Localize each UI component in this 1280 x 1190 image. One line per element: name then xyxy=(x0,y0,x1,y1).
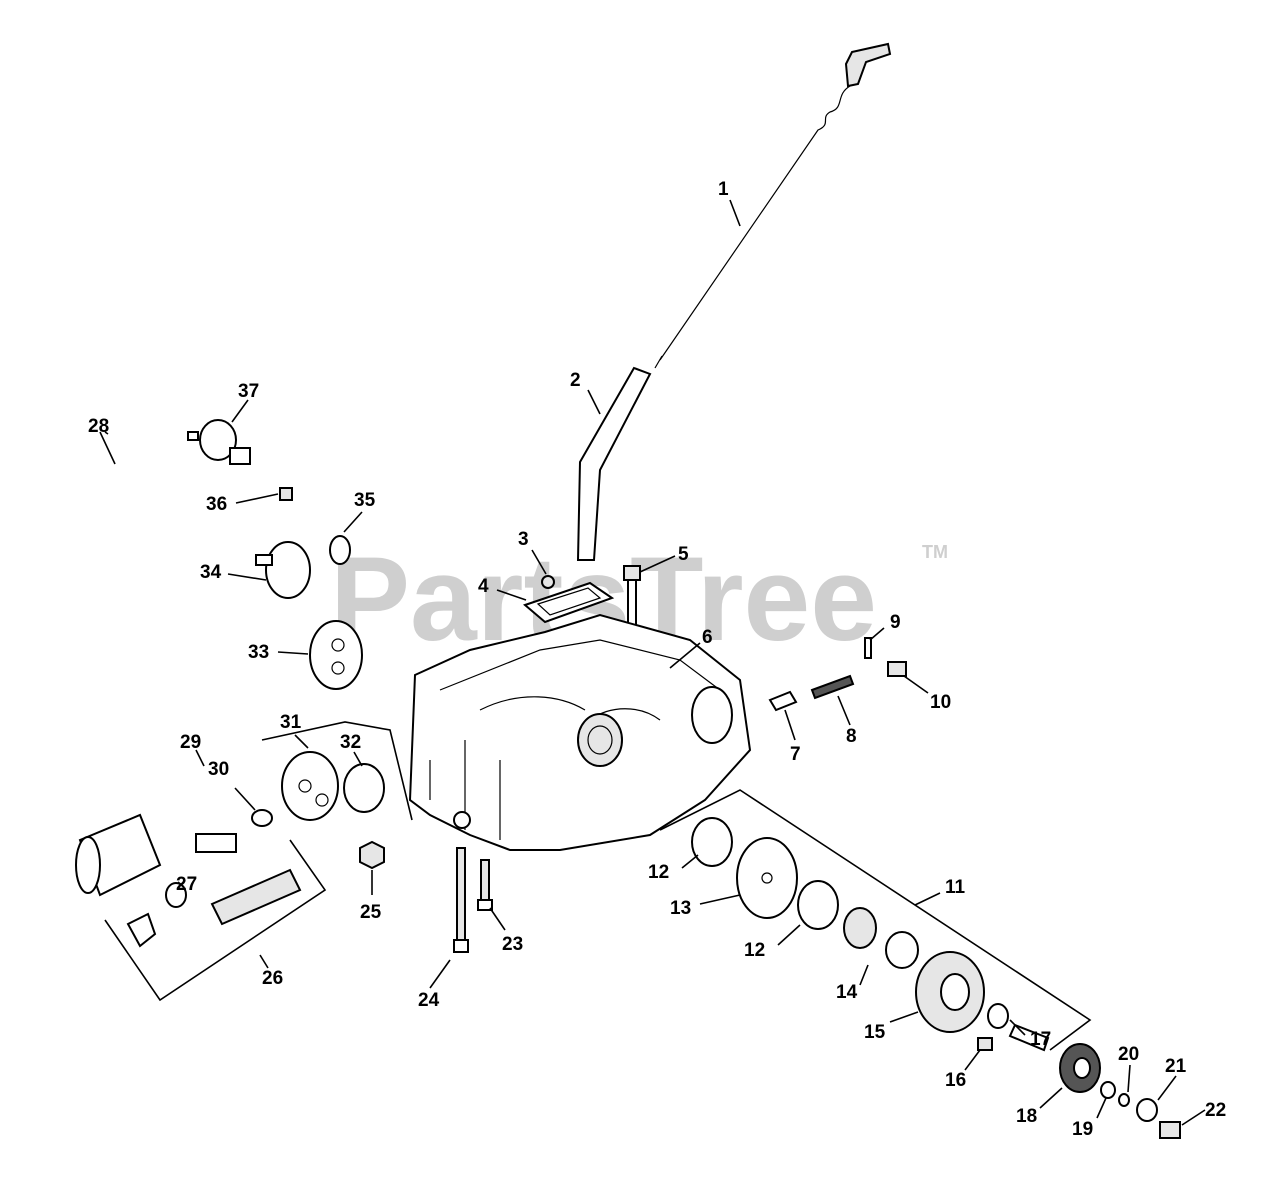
part-washer-shaft xyxy=(987,1003,1050,1052)
callout-36: 36 xyxy=(206,494,227,515)
callout-8: 8 xyxy=(846,726,857,747)
callout-11: 11 xyxy=(945,877,966,898)
part-oil-sensor xyxy=(187,419,251,465)
part-cover-plate xyxy=(523,581,615,624)
callout-24: 24 xyxy=(418,990,440,1011)
callout-29: 29 xyxy=(180,732,201,753)
callout-14: 14 xyxy=(836,982,858,1003)
callout-28: 28 xyxy=(88,416,109,437)
callout-6: 6 xyxy=(702,627,713,648)
part-oil-filter xyxy=(75,813,162,897)
part-adapter-33 xyxy=(309,620,363,690)
part-washer-19 xyxy=(1100,1081,1116,1099)
callout-20: 20 xyxy=(1118,1044,1139,1065)
part-dipstick xyxy=(654,42,892,369)
part-bolt-22 xyxy=(1159,1121,1181,1139)
part-rotor xyxy=(843,907,919,969)
callout-31: 31 xyxy=(280,712,302,733)
leader-lines xyxy=(99,199,1206,1126)
callout-17: 17 xyxy=(1030,1029,1051,1050)
part-oil-filter-adapter xyxy=(281,751,339,821)
part-screw-16 xyxy=(977,1037,993,1051)
callout-12b: 12 xyxy=(744,940,765,961)
callout-21: 21 xyxy=(1165,1056,1187,1077)
part-pin-9 xyxy=(864,637,872,659)
callout-16: 16 xyxy=(945,1070,966,1091)
watermark-trademark: TM xyxy=(922,542,948,562)
part-o-ring-12b xyxy=(797,880,839,930)
part-plug-10 xyxy=(887,661,907,677)
part-screw-3 xyxy=(541,575,555,589)
part-washer-30 xyxy=(251,809,273,827)
callout-18: 18 xyxy=(1016,1106,1037,1127)
callout-9: 9 xyxy=(890,612,901,633)
callout-3: 3 xyxy=(518,529,529,550)
bracket-group-31 xyxy=(261,721,413,821)
callout-4: 4 xyxy=(478,576,489,597)
part-stud-24 xyxy=(453,847,469,953)
part-pump-housing xyxy=(915,951,985,1033)
callout-19: 19 xyxy=(1072,1119,1093,1140)
part-dipstick-tube xyxy=(576,366,652,561)
callout-33: 33 xyxy=(248,642,269,663)
callout-32: 32 xyxy=(340,732,361,753)
callout-labels: 1 2 3 4 5 6 7 8 9 10 11 12 12 13 14 15 1… xyxy=(88,179,1226,1140)
part-washer-20 xyxy=(1118,1093,1130,1107)
callout-30: 30 xyxy=(208,759,229,780)
callout-27: 27 xyxy=(176,874,197,895)
callout-26: 26 xyxy=(262,968,283,989)
callout-15: 15 xyxy=(864,1022,886,1043)
part-nipple-29 xyxy=(195,833,237,853)
callout-10: 10 xyxy=(930,692,951,713)
callout-1: 1 xyxy=(718,179,729,200)
part-stud-23 xyxy=(477,859,493,911)
callout-5: 5 xyxy=(678,544,689,565)
callout-2: 2 xyxy=(570,370,581,391)
callout-35: 35 xyxy=(354,490,376,511)
callout-13: 13 xyxy=(670,898,691,919)
part-plug-25 xyxy=(359,840,385,870)
part-o-ring-32 xyxy=(343,763,385,813)
callout-12a: 12 xyxy=(648,862,669,883)
bracket-group-26 xyxy=(104,839,327,1002)
part-crankcase xyxy=(408,613,752,851)
part-spring xyxy=(810,674,855,700)
part-cap-27 xyxy=(126,882,187,948)
callout-25: 25 xyxy=(360,902,382,923)
callout-34: 34 xyxy=(200,562,222,583)
part-oil-pressure-switch xyxy=(210,868,302,926)
part-washer-21 xyxy=(1136,1098,1158,1122)
callout-7: 7 xyxy=(790,744,801,765)
part-pump-plate xyxy=(736,837,798,919)
callout-37: 37 xyxy=(238,381,259,402)
part-plug-36 xyxy=(279,487,293,501)
callout-22: 22 xyxy=(1205,1100,1226,1121)
part-o-ring-12a xyxy=(691,817,733,867)
part-adapter-34 xyxy=(255,541,311,599)
part-drive-gear xyxy=(1059,1043,1101,1093)
part-gasket-35 xyxy=(329,535,351,565)
part-dowel-pin xyxy=(768,690,798,712)
callout-23: 23 xyxy=(502,934,523,955)
